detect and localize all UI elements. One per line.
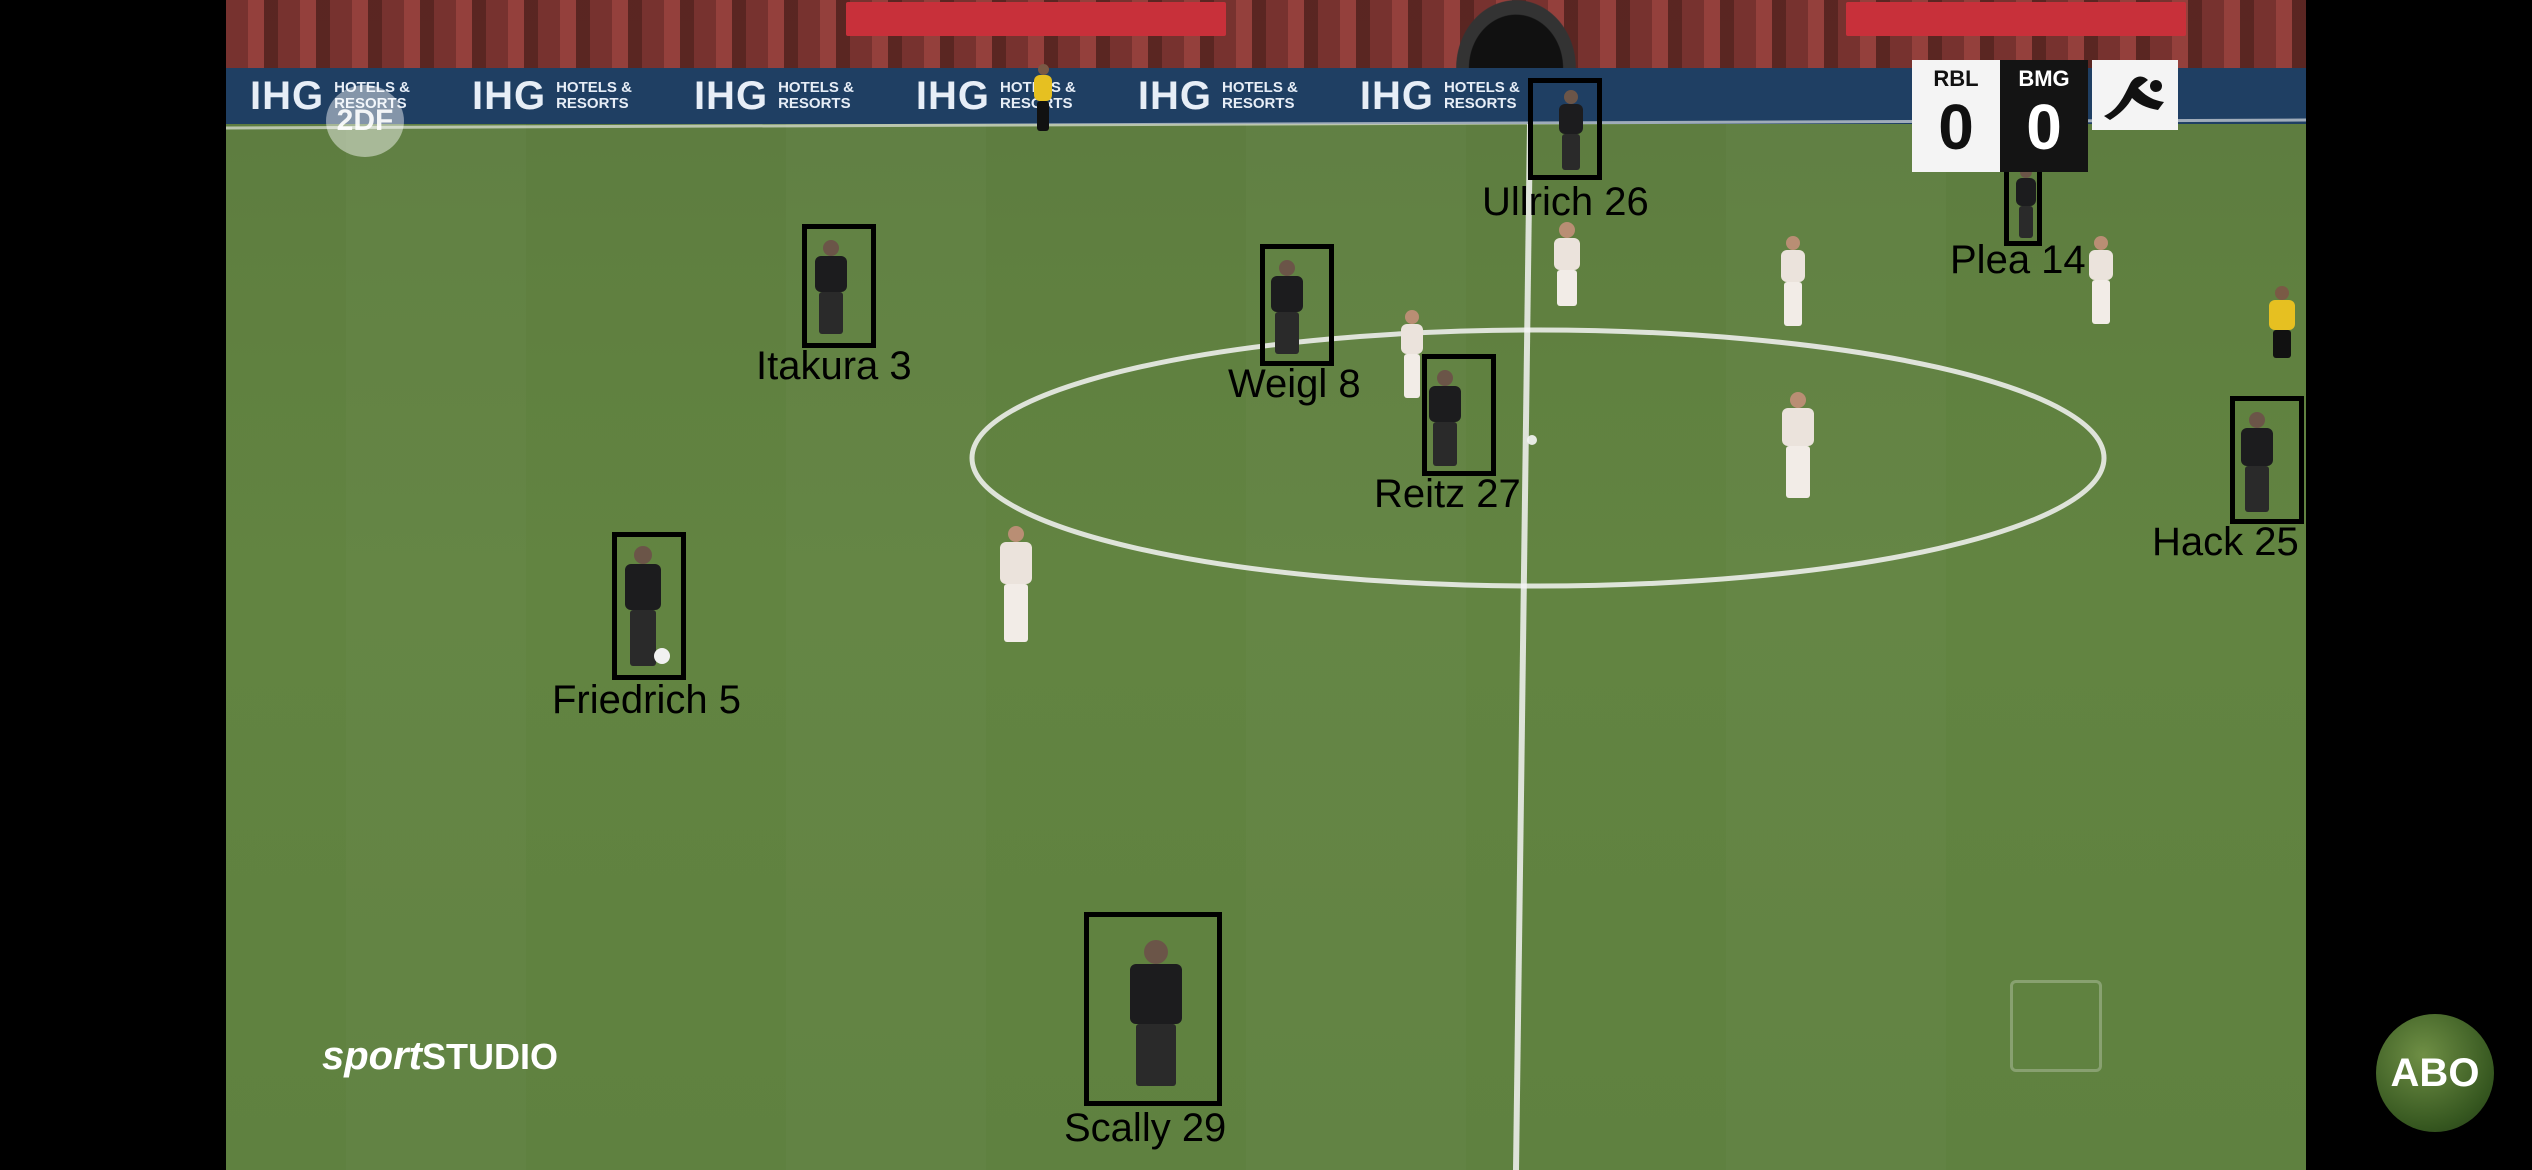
- player-figure: [808, 234, 854, 338]
- ad-tagline-line2: RESORTS: [1000, 95, 1073, 112]
- ad-tagline-line2: RESORTS: [1222, 95, 1295, 112]
- scoreboard: RBL 0 BMG 0: [1912, 60, 2178, 172]
- ad-tagline-line1: HOTELS &: [1443, 79, 1520, 96]
- ad-tagline-line1: HOTELS &: [334, 79, 410, 96]
- ad-tagline: HOTELS & RESORTS: [1222, 80, 1298, 112]
- ad-tagline-line1: HOTELS &: [1222, 79, 1298, 96]
- ad-tagline-line2: RESORTS: [334, 95, 407, 112]
- ad-tagline-line2: RESORTS: [778, 95, 851, 112]
- player-tag-label: Ullrich 26: [1482, 180, 1649, 224]
- player-tag-label: Friedrich 5: [552, 678, 741, 722]
- referee-figure: [2266, 286, 2298, 360]
- player-figure: [1550, 222, 1584, 308]
- player-tag-box: [1528, 78, 1602, 180]
- player-tag-label: Weigl 8: [1228, 362, 1361, 406]
- player-figure: [1264, 254, 1310, 358]
- player-figure: [2086, 236, 2116, 326]
- ad-brand: IHG: [250, 73, 325, 118]
- ad-item: IHG HOTELS & RESORTS: [1138, 74, 1298, 119]
- ad-tagline-line2: RESORTS: [1443, 95, 1517, 112]
- player-tag-box: [1084, 912, 1222, 1106]
- video-frame[interactable]: IHG HOTELS & RESORTS IHG HOTELS & RESORT…: [226, 0, 2306, 1170]
- halfway-line: [1513, 123, 1533, 1170]
- letterbox-right: [2306, 0, 2532, 1170]
- player-figure: [1422, 364, 1468, 470]
- ad-tagline-line2: RESORTS: [556, 95, 629, 112]
- ad-tagline: HOTELS & RESORTS: [778, 80, 854, 112]
- program-logo-part1: sport: [322, 1034, 422, 1078]
- player-tag-box: [802, 224, 876, 348]
- program-logo: sportSTUDIO: [322, 1034, 558, 1079]
- assistant-referee-figure: [1032, 64, 1054, 134]
- letterbox-left: [0, 0, 226, 1170]
- player-tag-box: [1422, 354, 1496, 476]
- player-tag-box: [612, 532, 686, 680]
- ad-brand: IHG: [471, 73, 547, 118]
- ad-item: IHG HOTELS & RESORTS: [472, 74, 632, 119]
- program-logo-part2: STUDIO: [422, 1036, 559, 1077]
- player-figure: [1776, 392, 1820, 500]
- center-spot: [1527, 435, 1537, 445]
- ad-tagline: HOTELS & RESORTS: [1444, 80, 1520, 112]
- ad-item: IHG HOTELS & RESORTS: [1360, 74, 1520, 119]
- ad-item: IHG HOTELS & RESORTS: [694, 74, 854, 119]
- home-team-score: 0: [1938, 91, 1974, 163]
- players-tunnel: [1456, 0, 1576, 68]
- home-team-abbr: RBL: [1933, 66, 1979, 91]
- player-tag-label: Hack 25: [2152, 520, 2299, 564]
- player-tag-label: Plea 14: [1950, 238, 2086, 282]
- player-tag-label: Reitz 27: [1374, 472, 1521, 516]
- ad-brand: IHG: [693, 73, 769, 118]
- ad-tagline: HOTELS & RESORTS: [556, 80, 632, 112]
- home-team-cell: RBL 0: [1912, 60, 2000, 172]
- stand-banner: [1846, 2, 2186, 36]
- player-tag-box: [1260, 244, 1334, 366]
- ad-brand: IHG: [1359, 73, 1434, 118]
- ball: [654, 648, 670, 664]
- ad-tagline-line1: HOTELS &: [778, 79, 854, 96]
- away-team-cell: BMG 0: [2000, 60, 2088, 172]
- ad-tagline: HOTELS & RESORTS: [334, 80, 410, 112]
- player-figure: [2234, 406, 2280, 516]
- ad-brand: IHG: [915, 73, 991, 118]
- away-team-score: 0: [2026, 91, 2062, 163]
- league-watermark-icon: [2010, 980, 2102, 1072]
- away-team-abbr: BMG: [2018, 66, 2070, 91]
- player-figure: [618, 540, 668, 670]
- bundesliga-icon: [2104, 76, 2164, 120]
- player-figure: [1398, 310, 1426, 400]
- ad-tagline-line1: HOTELS &: [556, 79, 632, 96]
- player-tag-label: Itakura 3: [756, 344, 912, 388]
- broadcaster-logo: 2DF: [326, 85, 404, 157]
- player-figure: [994, 526, 1038, 644]
- stand-banner: [846, 2, 1226, 36]
- center-circle: [969, 327, 2107, 589]
- player-figure: [1778, 236, 1808, 328]
- ad-brand: IHG: [1137, 73, 1212, 118]
- pitch-markings: [226, 118, 2306, 1170]
- player-figure: [1556, 86, 1586, 174]
- player-tag-label: Scally 29: [1064, 1106, 1227, 1150]
- ad-item: IHG HOTELS & RESORTS: [250, 74, 410, 119]
- league-logo: [2092, 60, 2178, 130]
- player-figure: [1106, 930, 1206, 1090]
- subscribe-button[interactable]: ABO: [2376, 1014, 2494, 1132]
- player-tag-box: [2230, 396, 2304, 524]
